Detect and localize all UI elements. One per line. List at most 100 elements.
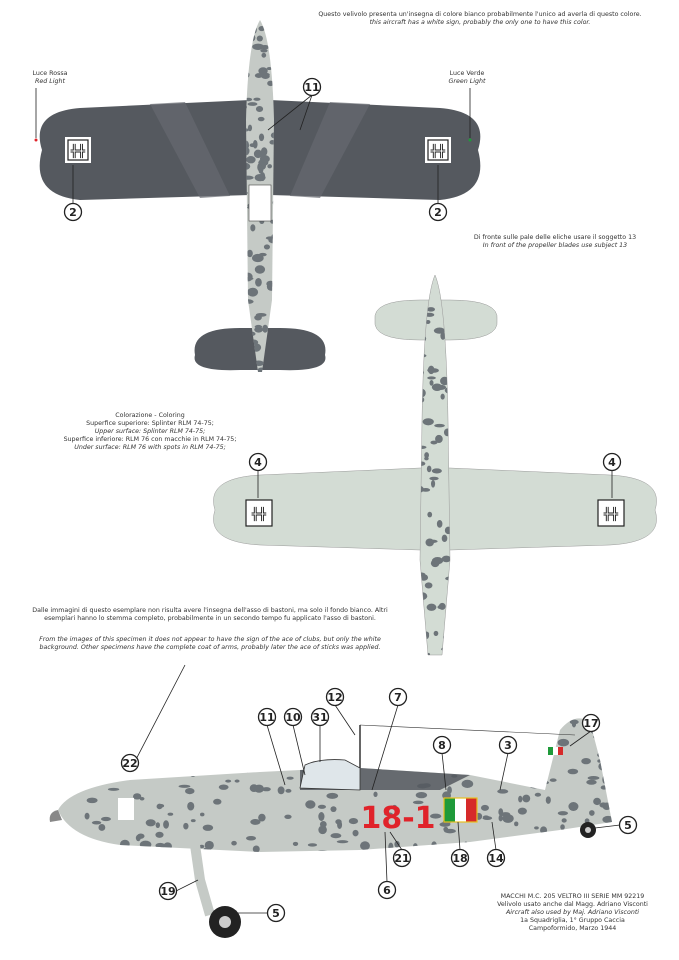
camo-spot [286,776,294,780]
camo-spot [258,67,268,75]
camo-spot [344,742,350,751]
camo-spot [431,383,443,392]
camo-spot [373,791,378,798]
antenna-wire [359,724,576,736]
camo-spot [557,811,569,816]
camo-spot [347,749,356,755]
camo-spot [284,814,292,819]
camo-spot [252,26,257,34]
svg-text:4: 4 [608,456,616,469]
camo-spot [292,841,299,846]
svg-text:10: 10 [285,711,301,724]
camo-spot [254,173,266,182]
camo-spot [254,784,264,793]
coloring-lower-en: Under surface: RLM 76 with spots in RLM … [74,444,226,451]
camo-spot [139,840,152,849]
camo-spot [145,819,156,827]
camo-spot [442,634,450,641]
camo-spot [92,743,98,750]
camo-spot [420,275,428,284]
camo-spot [404,745,415,751]
camo-spot [532,751,538,760]
camo-spot [399,748,408,753]
camo-spot [267,80,274,87]
camo-spot [58,792,63,800]
camo-spot [255,312,267,317]
camo-spot [322,725,331,734]
camo-spot [480,804,489,811]
camo-spot [561,818,567,823]
camo-spot [285,729,292,736]
camo-spot [58,761,67,765]
camo-spot [604,771,612,779]
camo-spot [246,835,257,841]
camo-spot [270,132,274,139]
camo-spot [135,834,141,842]
camo-spot [326,752,331,760]
camo-spot [420,485,424,493]
camo-spot [183,757,189,761]
camo-spot [606,842,612,850]
camo-spot [415,792,428,799]
camo-spot [384,812,393,816]
camo-spot [437,605,444,610]
camo-spot [317,804,327,809]
camo-spot [258,133,265,142]
camo-spot [373,737,383,747]
camo-spot [581,757,591,765]
camo-spot [182,747,190,752]
camo-spot [399,732,405,738]
camo-spot [155,822,161,829]
camo-spot [425,538,434,547]
camo-spot [254,265,266,274]
camo-spot [443,428,450,437]
camo-spot [253,97,261,101]
camo-spot [407,750,416,757]
svg-text:31: 31 [312,711,327,724]
camo-spot [131,742,140,747]
camo-spot [431,841,437,849]
svg-text:18: 18 [452,852,467,865]
svg-text:╬╬: ╬╬ [603,506,619,521]
svg-text:19: 19 [160,885,175,898]
callout-side-14: 14 [486,848,506,868]
camo-spot [557,738,570,747]
camo-spot [443,826,449,832]
callout-side-5: 5 [618,815,638,835]
camo-spot [422,631,430,637]
camo-spot [199,812,205,817]
camo-spot [560,824,565,831]
camo-spot [549,778,557,782]
camo-spot [545,730,551,736]
camo-spot [277,786,285,795]
camo-spot [490,746,496,755]
camo-spot [247,287,259,297]
camo-spot [156,803,163,810]
camo-spot [352,829,359,837]
camo-spot [309,744,315,750]
camo-spot [429,379,434,386]
camo-spot [362,758,373,768]
camo-spot [335,819,342,825]
camo-spot [330,833,342,839]
caption-line-5: Campoformido, Marzo 1944 [528,925,617,932]
svg-text:21: 21 [394,852,409,865]
camo-spot [448,612,450,617]
camo-spot [394,840,400,848]
camo-spot [285,727,295,735]
camo-spot [336,748,348,756]
camo-spot [430,813,442,819]
camo-spot [141,733,148,739]
italian-flag-tail [548,747,563,755]
svg-text:22: 22 [122,757,137,770]
camo-spot [534,826,539,830]
camo-spot [357,724,367,730]
camo-spot [413,743,425,750]
camo-spot [437,275,444,280]
camo-spot [482,754,492,761]
camo-spot [64,760,74,766]
camo-spot [534,792,542,797]
camo-spot [120,839,130,849]
callout-top-2: 2 [428,202,448,222]
callout-bottom-4: 4 [248,452,268,472]
